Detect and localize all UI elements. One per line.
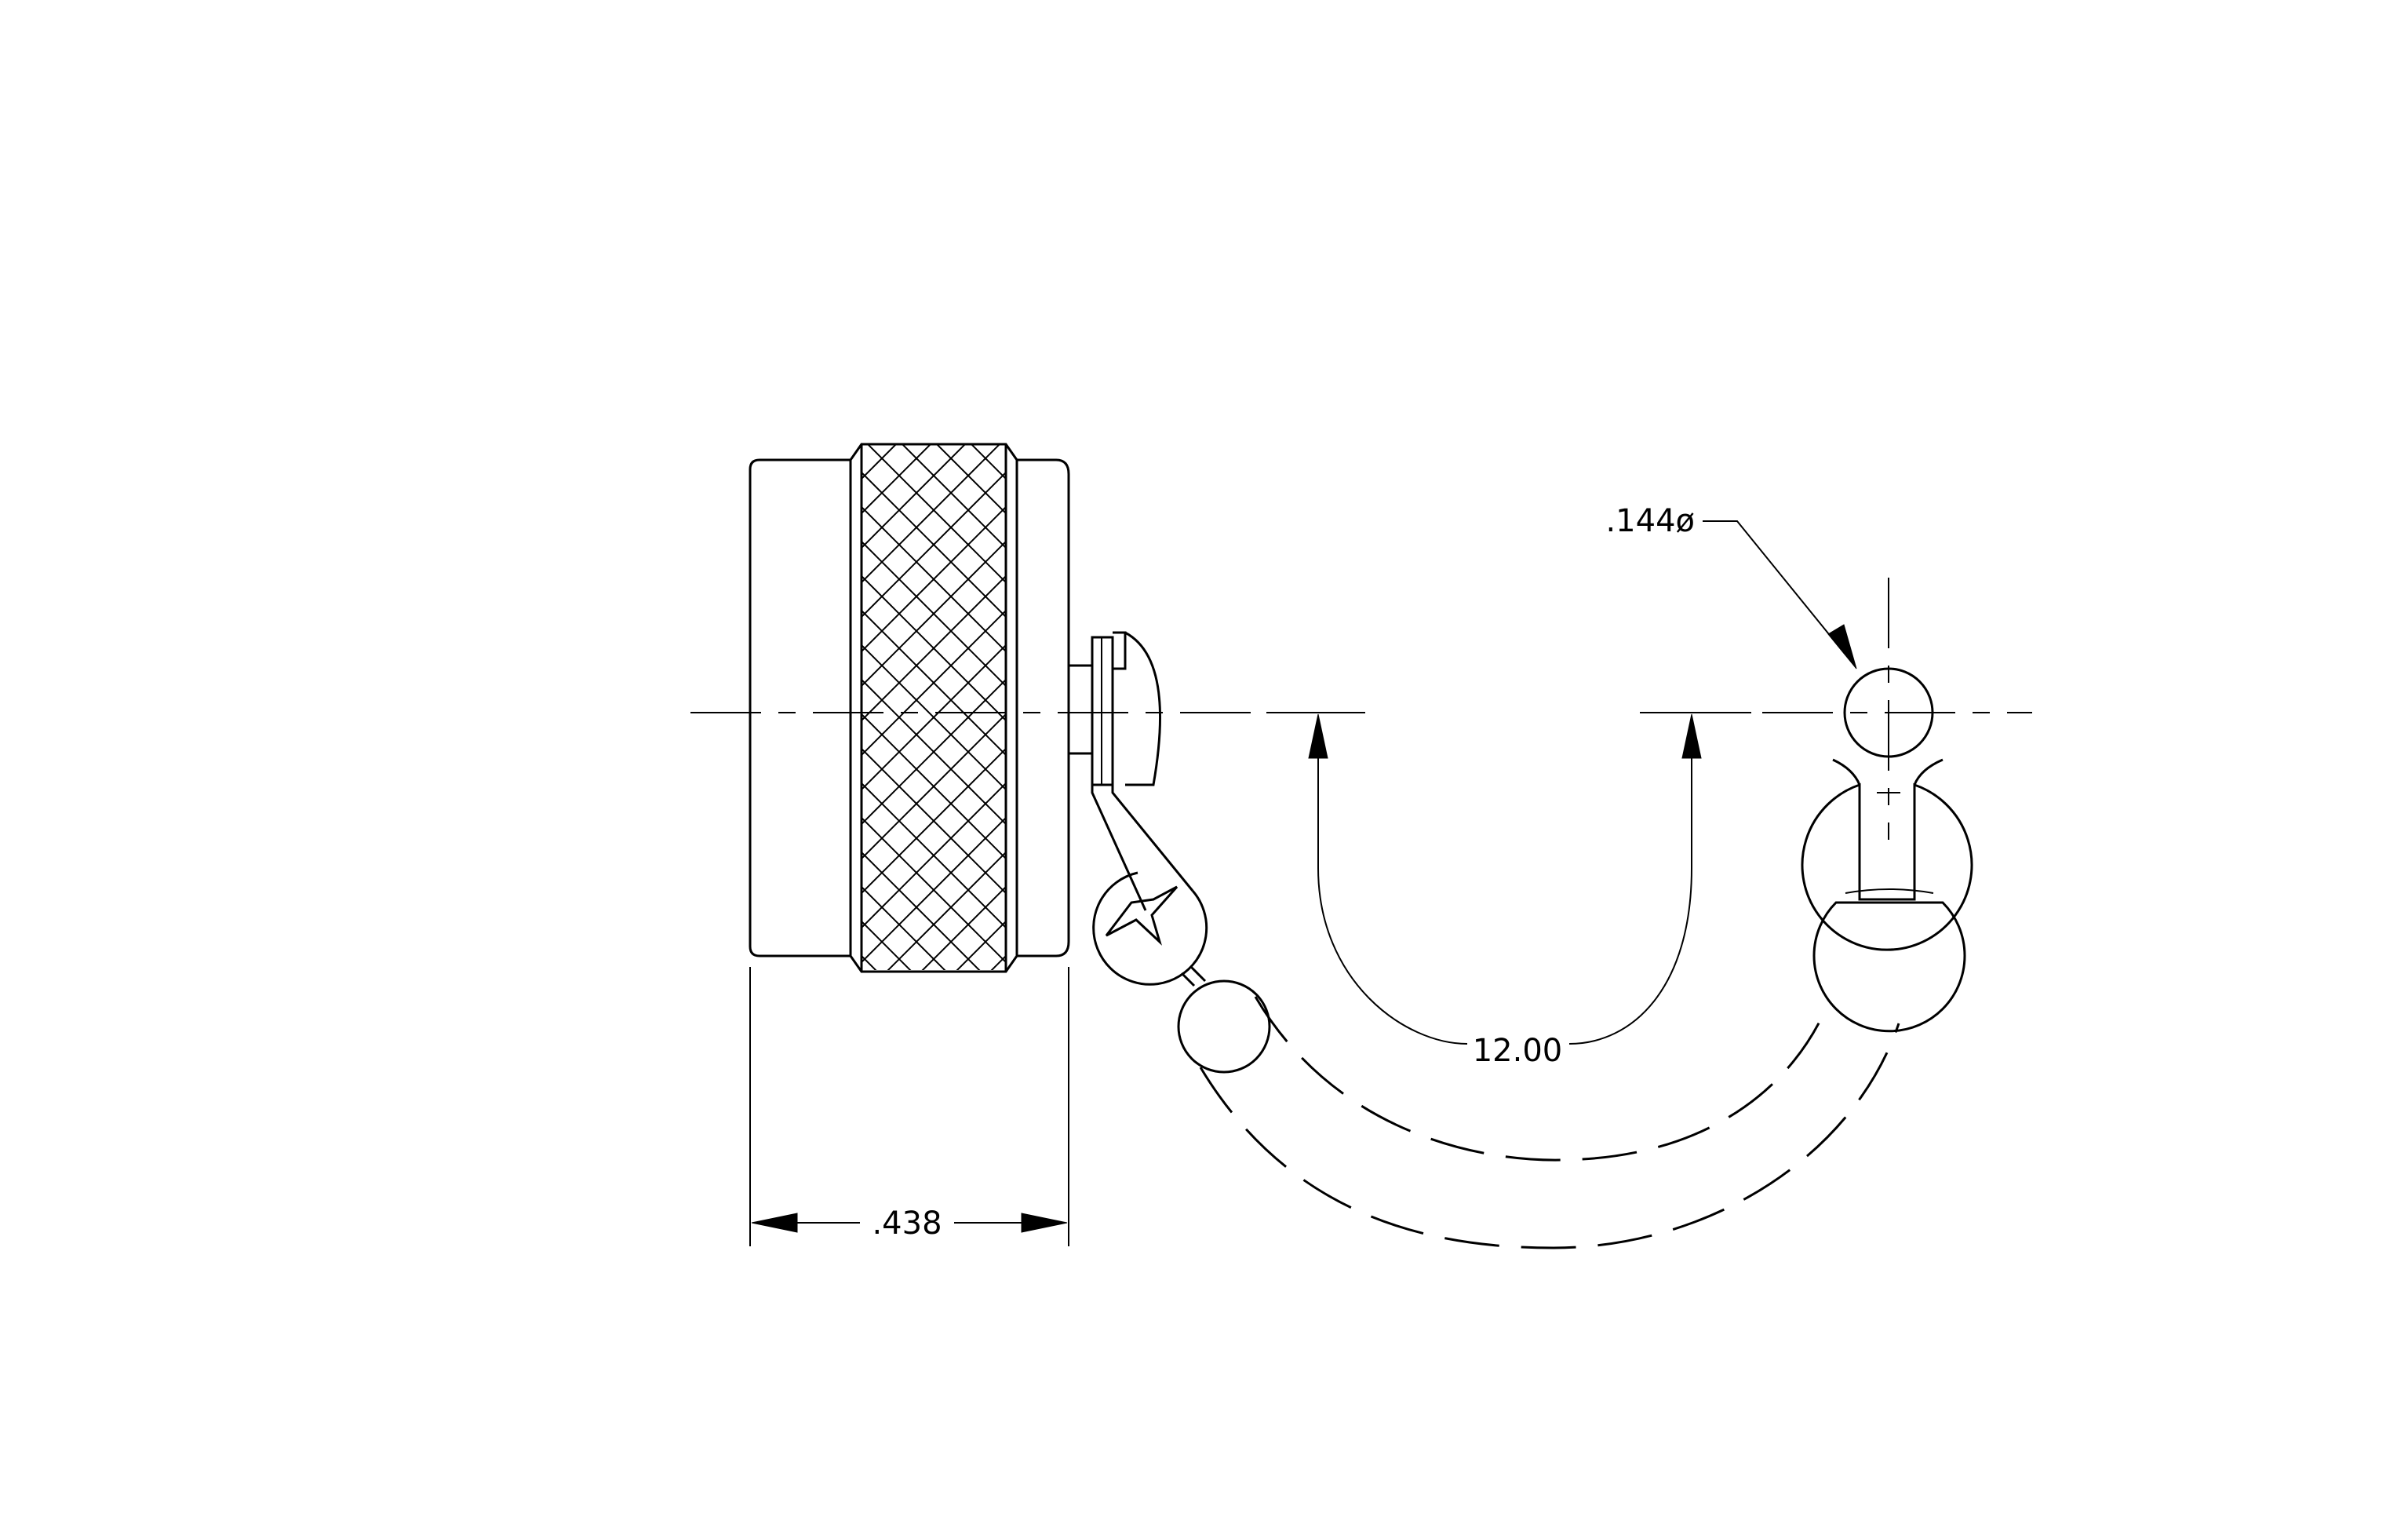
hole-diameter-label: .144ø <box>1605 503 1695 539</box>
knurl-line <box>862 817 1006 963</box>
knurl-line <box>921 886 1006 970</box>
knurl-line <box>1004 444 1006 445</box>
knurl-line <box>862 679 1006 825</box>
clip-tab <box>1113 631 1127 670</box>
ring-terminal-outer <box>1801 782 1973 951</box>
ring-neck-curve-left <box>1832 758 1861 786</box>
knurl-line <box>862 748 1006 894</box>
clip-dome <box>1124 631 1161 786</box>
clip-stem <box>1069 664 1094 755</box>
chain-clip <box>1069 631 1208 986</box>
knurl-line <box>862 541 1006 687</box>
knurl-line <box>862 1060 1006 1204</box>
cap-body <box>749 443 1070 1204</box>
width-dimension-label: .438 <box>872 1205 942 1242</box>
clip-hook <box>1105 885 1178 946</box>
ring-neck-curve-right <box>1913 758 1944 786</box>
knurl-line <box>887 852 1006 970</box>
dimension-chain-length: 12.00 <box>1266 712 1751 1069</box>
knurl-line <box>862 955 877 970</box>
knurl-line <box>970 444 1006 480</box>
knurl-line <box>862 990 1006 1135</box>
clip-arm <box>1091 785 1147 911</box>
chain-bead-1 <box>1177 979 1271 1074</box>
cap-front-body <box>1017 458 1070 957</box>
knurl-line <box>862 1025 1006 1169</box>
knurl-line <box>935 444 1006 514</box>
knurl-line <box>862 990 1006 1135</box>
dimension-hole-diameter: .144ø <box>1605 503 1857 669</box>
hole-diameter-leader <box>1703 520 1846 655</box>
clip-arm-outer <box>1111 785 1194 892</box>
knurl-line <box>862 610 1006 756</box>
chain-length-dim-arc <box>1317 753 1468 1045</box>
knurl-line <box>862 1025 1006 1169</box>
knurl-line <box>862 444 863 445</box>
knurl-line <box>956 921 1006 970</box>
knurl-band-outline <box>849 443 1018 973</box>
bead-chain <box>1177 965 1900 1249</box>
knurl-line <box>990 955 1006 970</box>
knurl-line <box>862 444 1001 583</box>
knurl-line <box>862 444 932 514</box>
knurl-line <box>862 444 967 549</box>
cap-rear-body <box>749 458 851 957</box>
end-bead <box>1812 901 1966 1033</box>
chain-length-dimension-label: 12.00 <box>1473 1033 1563 1069</box>
clip-loop-ring <box>1092 871 1208 986</box>
chain-path-inner <box>1254 996 1823 1162</box>
knurl-line <box>862 713 1006 859</box>
knurl-line <box>862 472 1006 618</box>
knurl-line <box>862 644 1006 790</box>
knurl-line <box>862 1060 1006 1204</box>
knurl-line <box>862 921 912 970</box>
chain-path-outer <box>1199 1023 1900 1249</box>
knurl-line <box>862 506 1006 652</box>
knurl-pattern <box>862 444 1006 1204</box>
knurl-line <box>862 444 898 480</box>
ring-terminal <box>1801 667 1973 1033</box>
knurl-line <box>862 575 1006 721</box>
knurl-line <box>862 782 1006 928</box>
dimension-width: .438 <box>749 967 1069 1246</box>
